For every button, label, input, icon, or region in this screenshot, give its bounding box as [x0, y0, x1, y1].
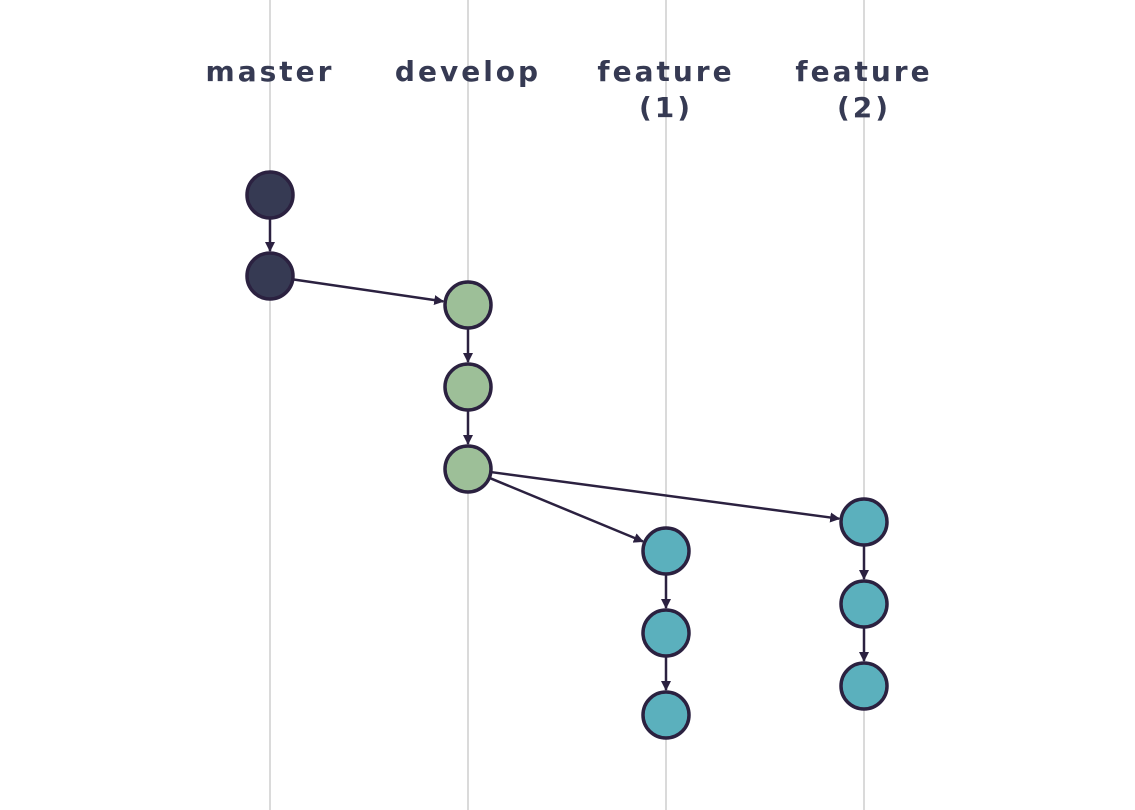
- branch-label-feature1: feature(1): [566, 54, 766, 126]
- commit-node-d2: [443, 362, 493, 412]
- commit-node-m2: [245, 251, 295, 301]
- branch-label-line: feature: [795, 55, 933, 88]
- branch-label-master: master: [170, 54, 370, 90]
- commit-node-f2c: [839, 661, 889, 711]
- commit-nodes: [245, 170, 889, 740]
- lane-line-feature2: [863, 0, 865, 810]
- commit-node-d1: [443, 280, 493, 330]
- commit-node-f1a: [641, 526, 691, 576]
- branch-label-line: feature: [597, 55, 735, 88]
- commit-node-d3: [443, 444, 493, 494]
- branch-label-line: (2): [836, 91, 892, 124]
- branch-label-line: develop: [394, 55, 542, 88]
- commit-node-f1c: [641, 690, 691, 740]
- lane-line-master: [269, 0, 271, 810]
- edge-d3-to-f2a: [491, 470, 841, 523]
- branch-label-line: (1): [638, 91, 694, 124]
- lane-line-feature1: [665, 0, 667, 810]
- commit-node-f1b: [641, 608, 691, 658]
- edge-m2-to-d1: [293, 278, 445, 306]
- commit-edges: [265, 219, 869, 691]
- commit-node-m1: [245, 170, 295, 220]
- branch-label-feature2: feature(2): [764, 54, 964, 126]
- commit-node-f2b: [839, 579, 889, 629]
- edge-d3-to-f1a: [489, 477, 644, 543]
- commit-node-f2a: [839, 497, 889, 547]
- branch-label-develop: develop: [368, 54, 568, 90]
- branch-label-line: master: [205, 55, 335, 88]
